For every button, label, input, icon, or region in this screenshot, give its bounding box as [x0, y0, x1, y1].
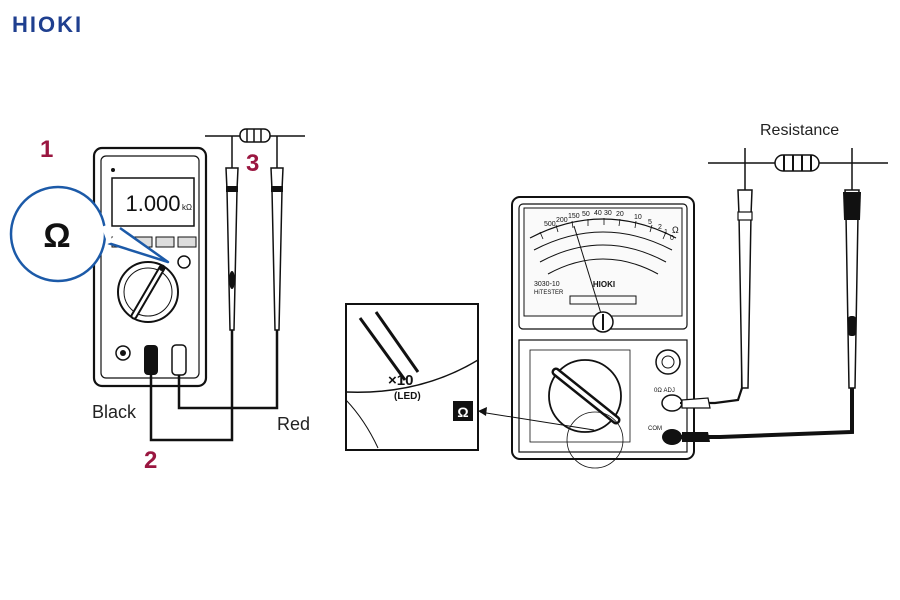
scale-number: 150	[568, 213, 580, 220]
scale-ohm-symbol: Ω	[672, 225, 679, 235]
step-1-label: 1	[40, 136, 54, 163]
step-2-label: 2	[144, 447, 158, 474]
hioki-logo: HIOKI	[12, 12, 84, 37]
red-probe-left	[270, 136, 284, 331]
scale-number: 0	[670, 235, 674, 242]
step-3-label: 3	[246, 150, 260, 177]
analog-multimeter	[511, 196, 695, 469]
scale-number: 30	[604, 210, 612, 217]
inset-range-setting: ×10	[388, 372, 413, 389]
scale-number: 500	[544, 221, 556, 228]
resistor-right	[708, 154, 888, 172]
zoom-inset	[345, 303, 595, 451]
black-probe-left	[225, 136, 239, 331]
inset-range-note: (LED)	[394, 391, 421, 402]
meter-type: HiTESTER	[534, 290, 564, 296]
probe-black-right	[843, 148, 861, 389]
rotary-dial	[117, 261, 179, 323]
ohm-callout	[9, 185, 170, 283]
scale-number: 1	[664, 229, 668, 236]
black-lead-label: Black	[92, 402, 137, 422]
meter-brand: HIOKI	[593, 280, 615, 289]
digital-multimeter	[92, 146, 208, 388]
probe-white-right	[737, 148, 753, 389]
inset-ohm-symbol: Ω	[457, 404, 468, 420]
resistance-label: Resistance	[760, 122, 840, 139]
ohm-callout-symbol: Ω	[43, 217, 70, 255]
resistor-left	[205, 128, 305, 143]
scale-number: 5	[648, 219, 652, 226]
display-unit: kΩ	[182, 203, 192, 212]
scale-number: 50	[582, 211, 590, 218]
scale-number: 200	[556, 217, 568, 224]
scale-number: 40	[594, 210, 602, 217]
terminal-0adj-label: 0Ω ADJ	[654, 388, 675, 394]
scale-number: 20	[616, 211, 624, 218]
display-value: 1.000	[125, 191, 180, 216]
scale-number: 10	[634, 214, 642, 221]
meter-model: 3030-10	[534, 281, 560, 288]
scale-number: 2	[658, 224, 662, 231]
red-lead-label: Red	[277, 414, 311, 434]
terminal-com-label: COM	[648, 426, 662, 432]
